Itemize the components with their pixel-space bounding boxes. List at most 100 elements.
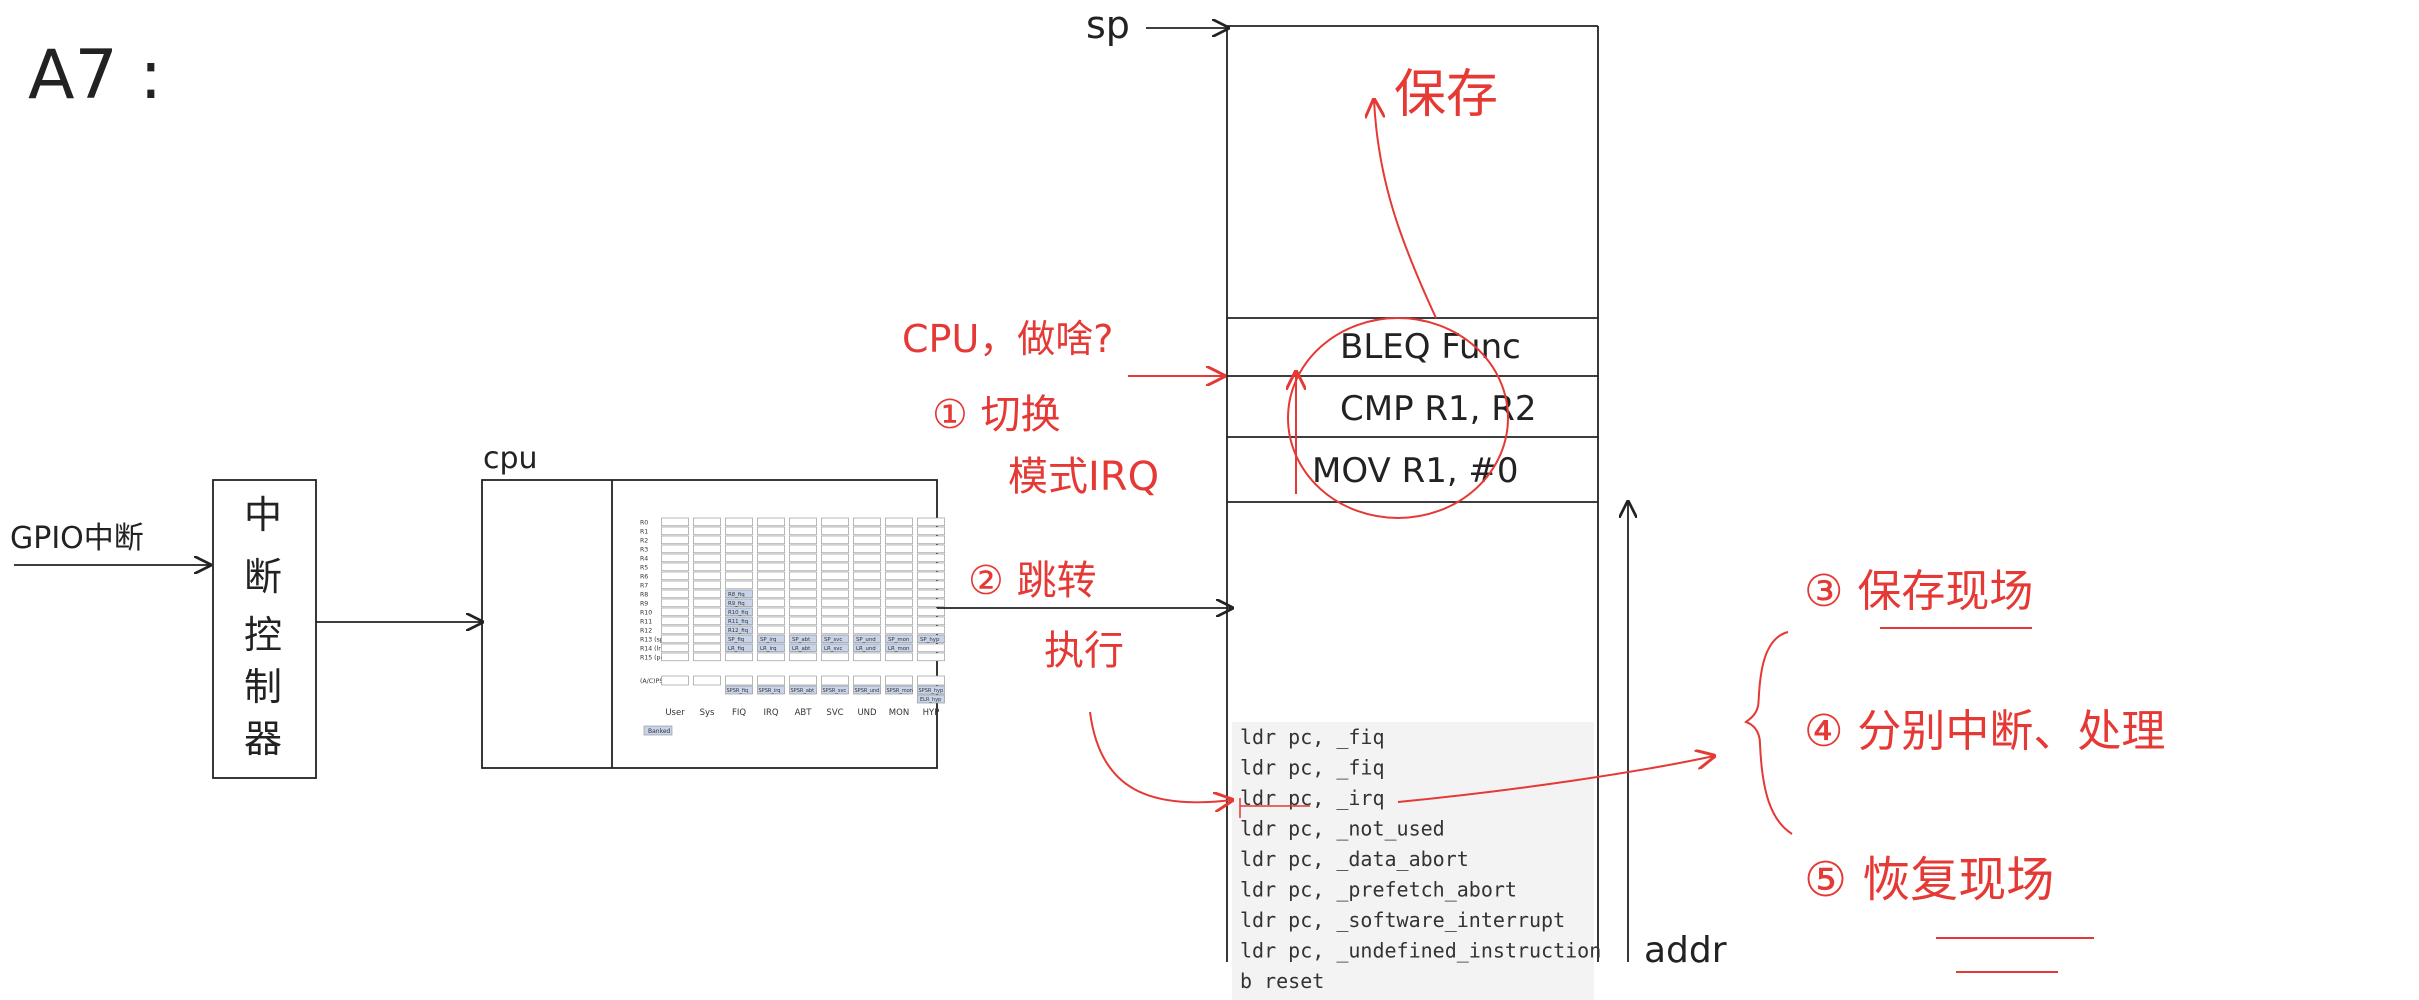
register-cell bbox=[853, 607, 881, 617]
register-cell bbox=[885, 526, 913, 536]
stack-row-bleq: BLEQ Func bbox=[1340, 327, 1521, 367]
mode-label: MON bbox=[889, 708, 909, 718]
register-cell bbox=[917, 616, 945, 626]
register-cell bbox=[821, 535, 849, 545]
banked-spsr-label: SPSR_fiq bbox=[727, 688, 749, 694]
highlight-circle bbox=[1287, 317, 1509, 519]
register-cell bbox=[725, 562, 753, 572]
register-name: R9 bbox=[640, 601, 648, 608]
register-cell bbox=[917, 634, 945, 644]
register-cell bbox=[853, 517, 881, 527]
psr-cell bbox=[725, 675, 753, 686]
psr-cell bbox=[917, 675, 945, 686]
banked-lr-label: LR_mon bbox=[888, 646, 909, 652]
banked-sp-label: SP_svc bbox=[824, 637, 842, 643]
register-cell bbox=[757, 535, 785, 545]
register-name: R14 (lr) bbox=[640, 646, 663, 653]
register-cell bbox=[917, 544, 945, 554]
banked-register-label: R10_fiq bbox=[728, 610, 748, 616]
vector-table-line: ldr pc, _data_abort bbox=[1240, 847, 1469, 871]
register-cell bbox=[725, 526, 753, 536]
register-cell bbox=[885, 625, 913, 635]
step-2-exec-note: 执行 bbox=[1044, 628, 1124, 674]
banked-spsr-label: SPSR_hyp bbox=[919, 688, 944, 694]
register-cell bbox=[789, 625, 817, 635]
svg-text:器: 器 bbox=[244, 717, 282, 761]
save-arrow bbox=[1374, 100, 1437, 319]
register-cell bbox=[661, 535, 689, 545]
banked-lr-label: LR_und bbox=[856, 646, 876, 652]
register-name: R6 bbox=[640, 574, 648, 581]
register-cell bbox=[885, 652, 913, 662]
register-cell bbox=[853, 535, 881, 545]
register-cell bbox=[725, 616, 753, 626]
register-cell bbox=[757, 580, 785, 590]
title-label: A7 : bbox=[28, 36, 162, 115]
register-cell bbox=[725, 598, 753, 608]
register-cell bbox=[661, 598, 689, 608]
register-cell bbox=[917, 517, 945, 527]
svg-text:中: 中 bbox=[244, 493, 282, 537]
register-cell bbox=[885, 616, 913, 626]
register-cell bbox=[757, 643, 785, 653]
register-cell bbox=[725, 580, 753, 590]
register-cell bbox=[789, 526, 817, 536]
stack-row-cmp: CMP R1, R2 bbox=[1340, 389, 1537, 429]
mode-label: SVC bbox=[826, 708, 843, 718]
banked-sp-label: SP_irq bbox=[760, 637, 776, 643]
register-cell bbox=[821, 553, 849, 563]
register-name: R1 bbox=[640, 529, 648, 536]
register-cell bbox=[917, 562, 945, 572]
register-cell bbox=[661, 553, 689, 563]
register-name: R4 bbox=[640, 556, 648, 563]
register-cell bbox=[725, 652, 753, 662]
psr-cell bbox=[661, 675, 689, 686]
register-cell bbox=[917, 553, 945, 563]
register-cell bbox=[821, 652, 849, 662]
register-cell bbox=[821, 571, 849, 581]
register-cell bbox=[917, 625, 945, 635]
register-name: R7 bbox=[640, 583, 648, 590]
vector-table-line: ldr pc, _prefetch_abort bbox=[1240, 878, 1517, 902]
register-cell bbox=[661, 562, 689, 572]
register-cell bbox=[757, 616, 785, 626]
register-cell bbox=[693, 652, 721, 662]
banked-spsr-label: SPSR_irq bbox=[759, 688, 781, 694]
spsr-cell bbox=[757, 685, 785, 695]
register-cell bbox=[693, 616, 721, 626]
banked-spsr-label: SPSR_svc bbox=[823, 688, 847, 694]
steps-brace bbox=[1744, 631, 1793, 835]
register-cell bbox=[661, 571, 689, 581]
register-cell bbox=[885, 634, 913, 644]
register-name: R11 bbox=[640, 619, 652, 626]
register-cell bbox=[693, 634, 721, 644]
register-cell bbox=[693, 544, 721, 554]
register-cell bbox=[757, 607, 785, 617]
register-cell bbox=[725, 517, 753, 527]
banked-lr-label: LR_abt bbox=[792, 646, 810, 652]
register-cell bbox=[661, 580, 689, 590]
register-cell bbox=[693, 553, 721, 563]
register-cell bbox=[757, 571, 785, 581]
register-cell bbox=[917, 652, 945, 662]
register-name: R3 bbox=[640, 547, 648, 554]
elr-hyp-cell bbox=[917, 694, 945, 704]
register-cell bbox=[789, 517, 817, 527]
register-cell bbox=[885, 544, 913, 554]
banked-lr-label: LR_svc bbox=[824, 646, 842, 652]
register-name: R13 (sp) bbox=[640, 637, 666, 644]
banked-spsr-label: SPSR_und bbox=[855, 688, 880, 694]
mode-label: IRQ bbox=[763, 708, 778, 718]
register-cell bbox=[853, 562, 881, 572]
register-cell bbox=[885, 571, 913, 581]
psr-cell bbox=[693, 675, 721, 686]
stack-row-mov: MOV R1, #0 bbox=[1312, 451, 1519, 491]
spsr-cell bbox=[917, 685, 945, 695]
register-cell bbox=[757, 517, 785, 527]
register-cell bbox=[885, 562, 913, 572]
register-cell bbox=[661, 634, 689, 644]
register-cell bbox=[693, 580, 721, 590]
register-cell bbox=[821, 589, 849, 599]
register-cell bbox=[885, 598, 913, 608]
